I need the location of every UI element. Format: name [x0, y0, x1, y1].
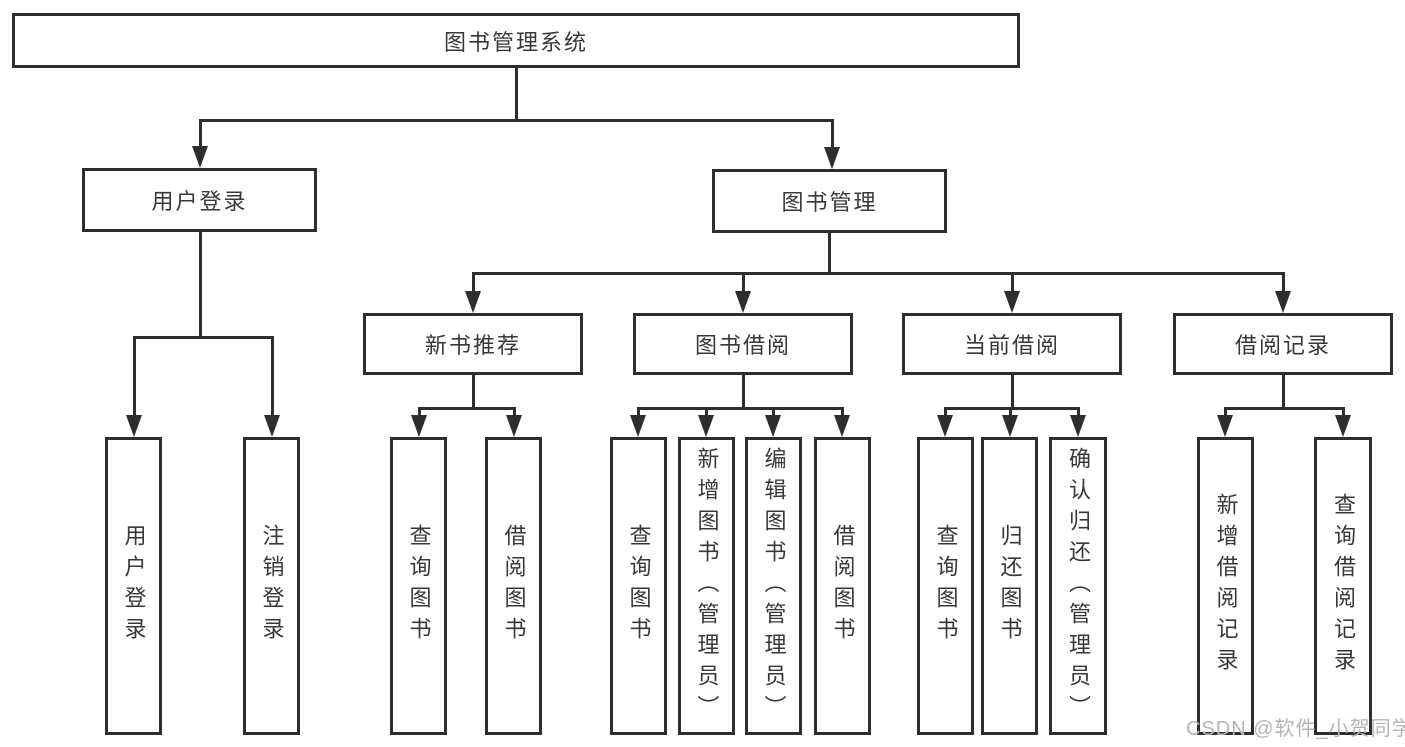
node-label: 图书管理: [781, 190, 878, 215]
connector-new-book-stem: [472, 375, 475, 410]
arrowhead: [824, 147, 840, 169]
connector-drop: [513, 407, 516, 417]
arrowhead: [264, 415, 280, 437]
arrowhead: [1002, 415, 1018, 437]
leaf-label: 编辑图书（管理员）: [761, 446, 787, 726]
connector-drop: [637, 407, 640, 417]
arrowhead: [630, 415, 646, 437]
node-user-login: 用户登录: [82, 168, 317, 232]
connector-drop-borrowing-records: [1282, 272, 1285, 293]
connector-drop-user-login: [199, 119, 202, 147]
connector-drop: [1009, 407, 1012, 417]
arrowhead: [506, 415, 522, 437]
leaf-query-borrow-record: 查询借阅记录: [1314, 437, 1372, 735]
leaf-label: 注销登录: [259, 524, 285, 648]
arrowhead: [735, 291, 751, 313]
node-book-management: 图书管理: [712, 169, 947, 233]
leaf-user-login: 用户登录: [105, 437, 162, 735]
connector-user-login-stem: [199, 232, 202, 339]
arrowhead: [1217, 415, 1233, 437]
node-borrowing-records: 借阅记录: [1173, 313, 1393, 375]
connector-drop: [705, 407, 708, 417]
leaf-add-borrow-record: 新增借阅记录: [1197, 437, 1254, 735]
leaf-borrow-books-recommend: 借阅图书: [485, 437, 542, 735]
arrowhead: [1070, 415, 1086, 437]
connector-drop: [418, 407, 421, 417]
connector-drop-book-management: [831, 119, 834, 147]
node-book-borrowing: 图书借阅: [633, 313, 853, 375]
arrowhead: [765, 415, 781, 437]
connector-book-borrowing-stem: [742, 375, 745, 410]
leaf-label: 查询图书: [933, 524, 959, 648]
node-label: 图书借阅: [694, 333, 791, 358]
leaf-borrow-books-borrowing: 借阅图书: [814, 437, 871, 735]
arrowhead: [465, 291, 481, 313]
leaf-label: 归还图书: [997, 524, 1023, 648]
arrowhead: [192, 146, 208, 168]
node-label: 借阅记录: [1234, 333, 1331, 358]
leaf-query-books-recommend: 查询图书: [390, 437, 447, 735]
connector-current-borrowing-stem: [1011, 375, 1014, 410]
leaf-label: 借阅图书: [501, 524, 527, 648]
connector-root-bar: [199, 119, 833, 122]
leaf-add-book-admin: 新增图书（管理员）: [678, 437, 735, 735]
leaf-label: 查询图书: [626, 524, 652, 648]
leaf-label: 借阅图书: [830, 524, 856, 648]
node-label: 用户登录: [151, 189, 248, 214]
connector-root-stem: [515, 68, 518, 121]
node-library-system: 图书管理系统: [12, 13, 1020, 68]
connector-book-management-bar: [472, 272, 1285, 275]
node-label: 新书推荐: [424, 333, 521, 358]
connector-book-management-stem: [828, 233, 831, 274]
leaf-return-book: 归还图书: [981, 437, 1038, 735]
node-current-borrowing: 当前借阅: [902, 313, 1122, 375]
leaf-query-books-current: 查询图书: [917, 437, 974, 735]
leaf-edit-book-admin: 编辑图书（管理员）: [745, 437, 802, 735]
arrowhead: [834, 415, 850, 437]
connector-drop-current-borrowing: [1011, 272, 1014, 293]
arrowhead: [698, 415, 714, 437]
connector-new-book-bar: [418, 407, 516, 410]
connector-drop-leaf-user-login: [133, 336, 136, 417]
node-label: 当前借阅: [963, 333, 1060, 358]
leaf-query-books-borrowing: 查询图书: [610, 437, 667, 735]
arrowhead: [126, 415, 142, 437]
connector-drop: [772, 407, 775, 417]
leaf-logout: 注销登录: [243, 437, 300, 735]
connector-drop: [841, 407, 844, 417]
leaf-label: 查询借阅记录: [1331, 493, 1356, 679]
connector-borrowing-records-bar: [1224, 407, 1344, 410]
arrowhead: [1335, 415, 1351, 437]
connector-drop: [1077, 407, 1080, 417]
connector-drop: [944, 407, 947, 417]
connector-user-login-bar: [133, 336, 273, 339]
connector-drop-book-borrowing: [742, 272, 745, 293]
arrowhead: [411, 415, 427, 437]
connector-borrowing-records-stem: [1282, 375, 1285, 410]
connector-drop-new-book-recommend: [472, 272, 475, 293]
leaf-label: 用户登录: [121, 524, 147, 648]
csdn-watermark: CSDN @软件_小贺同学: [1186, 718, 1405, 740]
leaf-label: 查询图书: [406, 524, 432, 648]
leaf-label: 新增图书（管理员）: [694, 446, 720, 726]
connector-drop-leaf-logout: [271, 336, 274, 417]
connector-book-borrowing-bar: [637, 407, 843, 410]
connector-drop: [1224, 407, 1227, 417]
node-label: 图书管理系统: [443, 29, 588, 55]
leaf-label: 新增借阅记录: [1213, 493, 1239, 679]
arrowhead: [937, 415, 953, 437]
connector-drop: [1342, 407, 1345, 417]
node-new-book-recommend: 新书推荐: [363, 313, 583, 375]
leaf-label: 确认归还（管理员）: [1066, 446, 1091, 726]
leaf-confirm-return-admin: 确认归还（管理员）: [1049, 437, 1107, 735]
arrowhead: [1275, 291, 1291, 313]
arrowhead: [1004, 291, 1020, 313]
